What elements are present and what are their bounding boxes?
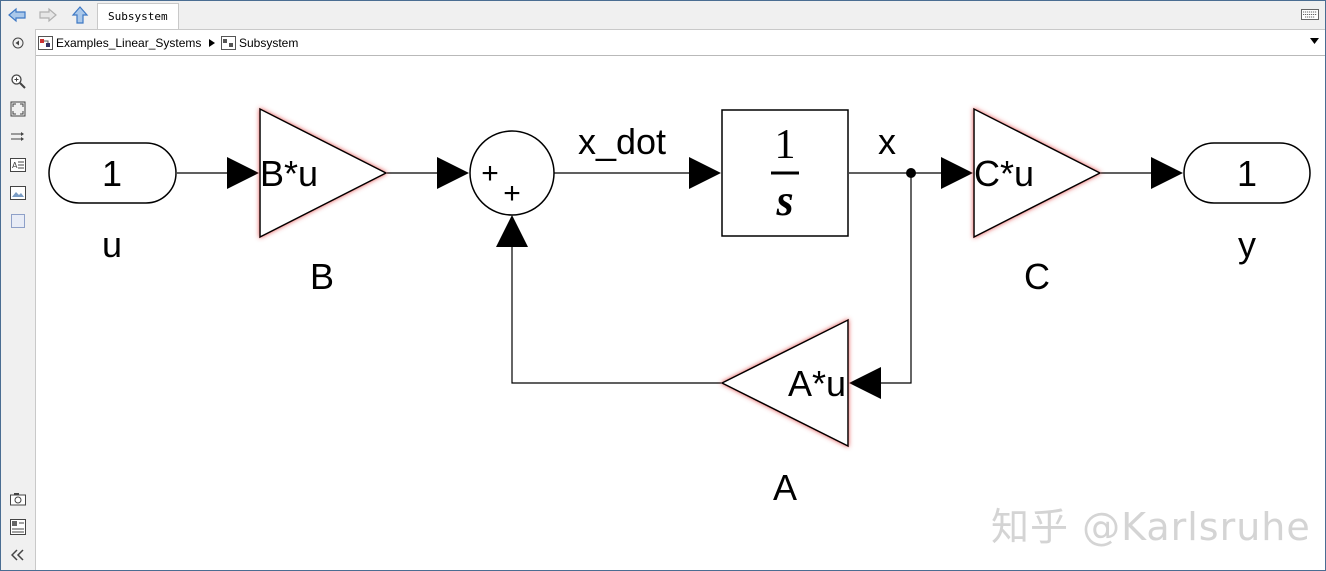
arrowhead	[227, 157, 259, 189]
circle-arrow-icon	[12, 37, 24, 49]
zoom-icon	[11, 74, 26, 89]
line-a-to-sum[interactable]	[511, 245, 721, 384]
back-button[interactable]	[6, 5, 28, 25]
up-arrow-icon	[71, 6, 89, 24]
breadcrumb-subsystem[interactable]: Subsystem	[221, 35, 298, 51]
inport-block[interactable]: 1	[48, 142, 177, 204]
model-browser-button[interactable]	[10, 519, 26, 535]
arrows-icon	[11, 132, 24, 141]
gain-a-label: A	[773, 467, 797, 508]
forward-arrow-icon	[39, 7, 57, 23]
fit-to-view-button[interactable]	[10, 101, 26, 117]
forward-button[interactable]	[37, 5, 59, 25]
tab-subsystem[interactable]: Subsystem	[97, 3, 179, 29]
model-icon	[38, 36, 53, 50]
back-arrow-icon	[8, 7, 26, 23]
collapse-palette-button[interactable]	[10, 547, 26, 563]
line-x-feedback[interactable]	[881, 173, 912, 384]
fit-view-icon	[10, 101, 26, 117]
outport-label: y	[1238, 224, 1256, 265]
area-button[interactable]	[10, 213, 26, 229]
branch-point	[906, 168, 916, 178]
integrator-numerator: 1	[775, 122, 796, 168]
address-bar: Examples_Linear_Systems Subsystem	[36, 30, 1325, 56]
image-icon	[10, 186, 26, 200]
arrowhead	[437, 157, 469, 189]
image-button[interactable]	[10, 185, 26, 201]
annotation-button[interactable]: A	[10, 157, 26, 173]
gain-a-expression: A*u	[788, 363, 846, 404]
zoom-button[interactable]	[10, 73, 26, 89]
chevron-down-icon[interactable]	[1310, 38, 1319, 44]
arrowheads	[227, 157, 1183, 399]
watermark: 知乎 @Karlsruhe	[991, 505, 1311, 549]
arrowhead	[689, 157, 721, 189]
signal-lines	[177, 172, 1153, 384]
arrowhead	[1151, 157, 1183, 189]
outport-block[interactable]: 1	[1183, 142, 1311, 204]
annotation-icon: A	[10, 158, 26, 172]
gain-c-label: C	[1024, 256, 1050, 297]
breadcrumb-separator-icon	[209, 39, 215, 47]
inport-label: u	[102, 224, 122, 265]
diagram-canvas: x_dot x 1 u B*u B + + 1 s C*u	[48, 107, 1311, 508]
subsystem-icon	[221, 36, 236, 50]
gain-b-block[interactable]: B*u	[259, 107, 388, 239]
integrator-denominator: s	[775, 176, 793, 225]
camera-icon	[10, 493, 26, 506]
gain-b-label: B	[310, 256, 334, 297]
gain-b-expression: B*u	[260, 153, 318, 194]
hide-explorer-button[interactable]	[10, 35, 26, 51]
route-lines-button[interactable]	[10, 129, 26, 145]
model-browser-icon	[10, 519, 26, 535]
sum-block[interactable]: + +	[469, 130, 555, 216]
tab-bar: Subsystem	[1, 1, 1325, 30]
arrowhead	[941, 157, 973, 189]
sum-sign-1: +	[481, 157, 499, 190]
inport-number: 1	[102, 153, 122, 194]
signal-label-x: x	[878, 121, 896, 162]
arrowhead	[496, 215, 528, 247]
svg-text:A: A	[12, 161, 18, 170]
breadcrumb-model-label: Examples_Linear_Systems	[56, 36, 202, 50]
arrowhead	[849, 367, 881, 399]
signal-label-xdot: x_dot	[578, 121, 666, 162]
tool-palette: A	[1, 29, 36, 570]
gain-c-expression: C*u	[974, 153, 1034, 194]
breadcrumb-model[interactable]: Examples_Linear_Systems	[38, 35, 201, 51]
gain-a-block[interactable]: A*u	[720, 318, 849, 448]
sum-sign-2: +	[503, 177, 521, 210]
up-button[interactable]	[69, 5, 91, 25]
breadcrumb-subsystem-label: Subsystem	[239, 36, 299, 50]
area-icon	[11, 214, 25, 228]
outport-number: 1	[1237, 153, 1257, 194]
screenshot-button[interactable]	[10, 491, 26, 507]
keyboard-icon[interactable]	[1301, 9, 1319, 20]
gain-c-block[interactable]: C*u	[973, 107, 1102, 239]
double-chevron-left-icon	[11, 549, 24, 561]
integrator-block[interactable]: 1 s	[721, 109, 849, 237]
